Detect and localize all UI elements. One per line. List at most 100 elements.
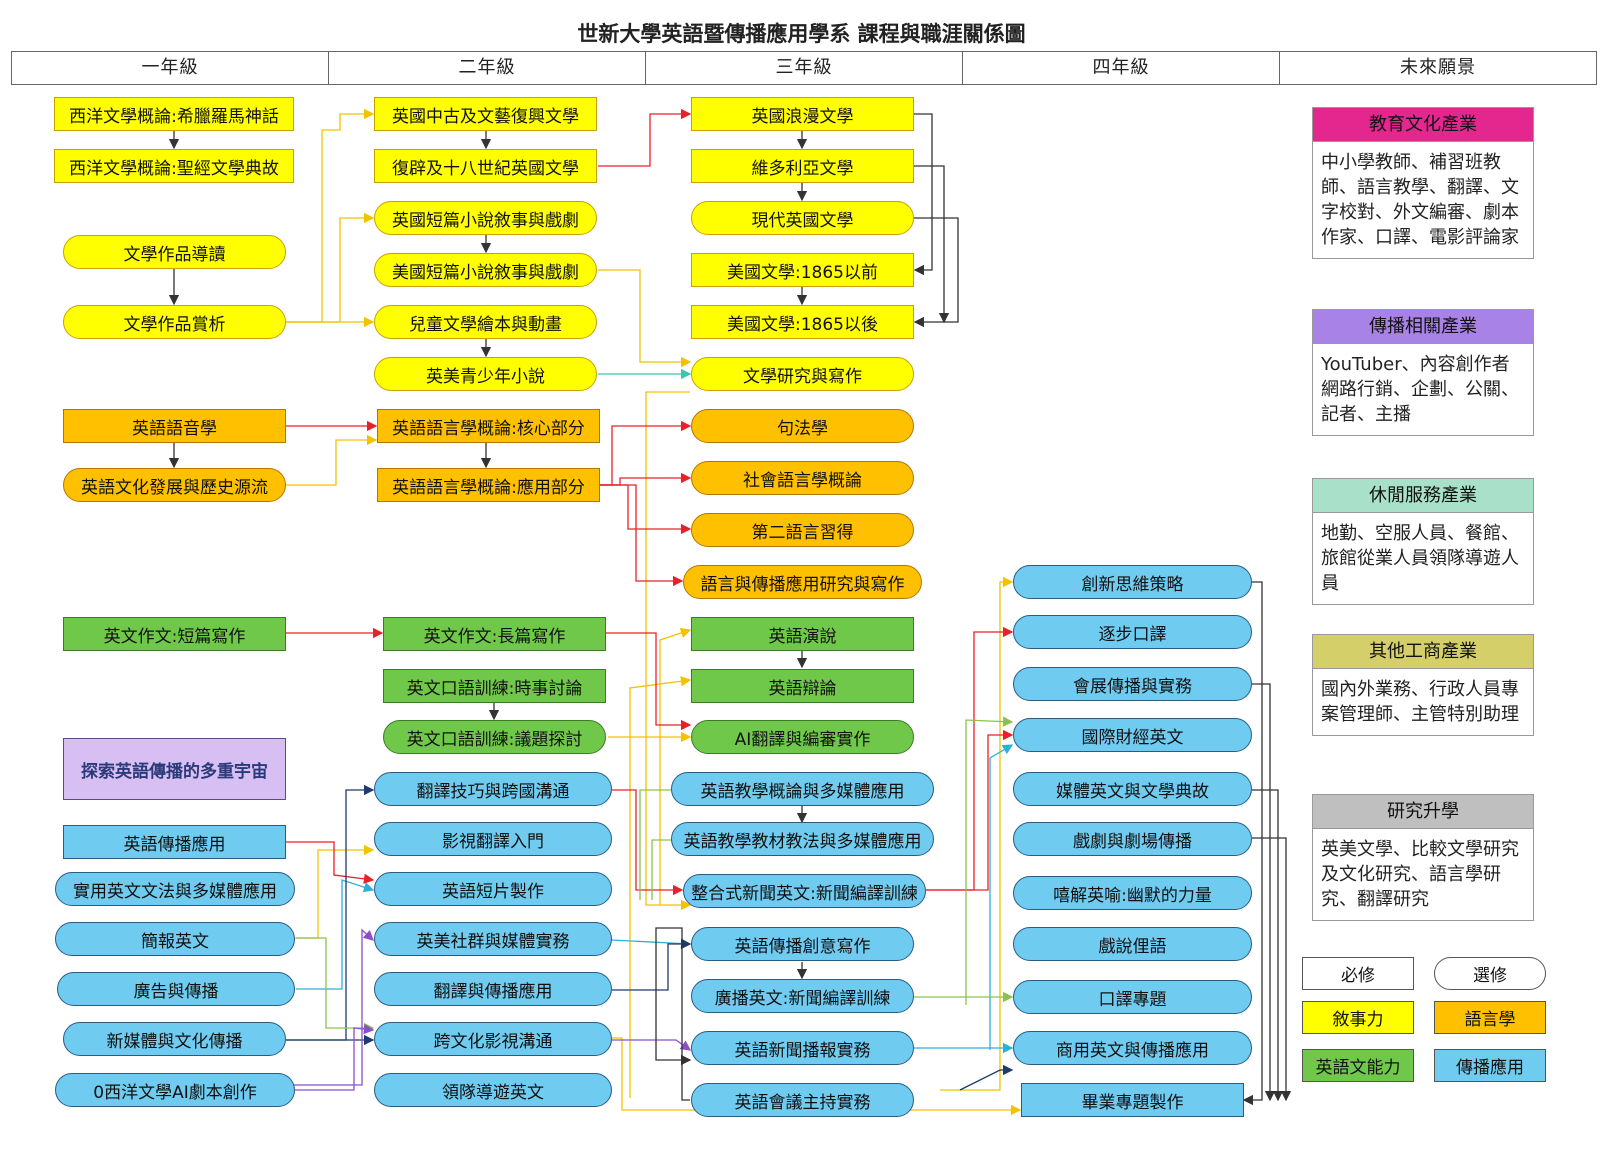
- page-title: 世新大學英語暨傳播應用學系 課程與職涯關係圖: [577, 22, 1026, 46]
- career-leisure: 休閒服務產業 地勤、空服人員、餐館、旅館從業人員領隊導遊人員: [1312, 478, 1534, 605]
- career-research-title: 研究升學: [1313, 795, 1533, 829]
- career-research-body: 英美文學、比較文學研究及文化研究、語言學研究、翻譯研究: [1321, 839, 1519, 910]
- course-trans-comm: 翻譯與傳播應用: [374, 972, 612, 1006]
- course-new-media: 新媒體與文化傳播: [63, 1022, 286, 1056]
- edge-intercultural-newsreport: [612, 1039, 692, 1051]
- course-restoration: 復辟及十八世紀英國文學: [374, 149, 597, 183]
- edge-broadcast-capstone: [959, 1064, 1014, 1091]
- edge-y3-yellow-lower: [629, 676, 692, 1098]
- edge-narr-innov: [940, 576, 1014, 1091]
- grade-header: 一年級 二年級 三年級 四年級 未來願景: [11, 51, 1597, 85]
- edge-lingapp-langcomm: [600, 484, 684, 587]
- course-oral-issue: 英文口語訓練:議題探討: [383, 720, 606, 754]
- edge-trans-integrated: [612, 789, 684, 896]
- course-victorian: 維多利亞文學: [691, 149, 914, 183]
- edge-newmedia-translation: [286, 784, 375, 1041]
- edge-aiscript-social: [294, 928, 374, 1086]
- edge-drama-capstone: [1252, 837, 1292, 1102]
- course-ya-novel: 英美青少年小說: [374, 357, 597, 391]
- course-broadcast-english: 廣播英文:新聞編譯訓練: [691, 979, 914, 1013]
- course-interp-topic: 口譯專題: [1013, 980, 1252, 1014]
- course-ai-translation: AI翻譯與編審實作: [691, 720, 914, 754]
- course-lit-research: 文學研究與寫作: [691, 357, 914, 391]
- edge-research-longpath: [645, 391, 692, 911]
- edge-long-ai: [606, 632, 692, 731]
- course-short-film: 英語短片製作: [374, 872, 612, 906]
- edge-restor-romantic: [598, 108, 692, 167]
- edge-media-capstone: [1252, 789, 1284, 1102]
- course-debate: 英語辯論: [691, 669, 914, 703]
- course-intercultural-av: 跨文化影視溝通: [374, 1022, 612, 1056]
- header-future: 未來願景: [1400, 57, 1476, 78]
- career-education-title: 教育文化產業: [1313, 108, 1533, 142]
- course-lit-intro: 文學作品導讀: [63, 235, 286, 269]
- course-advertising: 廣告與傳播: [57, 972, 295, 1006]
- career-education: 教育文化產業 中小學教師、補習班教師、語言教學、翻譯、文字校對、外文編審、劇本作…: [1312, 107, 1534, 259]
- course-oral-news: 英文口語訓練:時事討論: [383, 669, 606, 703]
- legend-linguistics: 語言學: [1434, 1001, 1546, 1034]
- career-leisure-body: 地勤、空服人員、餐館、旅館從業人員領隊導遊人員: [1321, 523, 1519, 594]
- career-communication-body: YouTuber、內容創作者網路行銷、企劃、公關、記者、主播: [1321, 354, 1519, 425]
- edge-integrated-consec: [926, 626, 1014, 891]
- course-sla: 第二語言習得: [691, 513, 914, 547]
- course-comp-short: 英文作文:短篇寫作: [63, 617, 286, 651]
- edge-apprec-britshort: [286, 212, 375, 323]
- edge-engcomm-shortfilm: [286, 841, 375, 885]
- career-business-body: 國內外業務、行政人員專案管理師、主管特別助理: [1321, 679, 1519, 725]
- course-modern-brit: 現代英國文學: [691, 201, 914, 235]
- edge-lingapp-socio: [600, 472, 692, 486]
- course-innovation-strategy: 創新思維策略: [1013, 565, 1252, 599]
- course-eng-history: 英語文化發展與歷史源流: [63, 468, 286, 502]
- course-translation-skills: 翻譯技巧與跨國溝通: [374, 772, 612, 806]
- course-amer-pre1865: 美國文學:1865以前: [691, 253, 914, 287]
- edge-advert-shortfilm: [296, 879, 375, 990]
- course-brit-short-story: 英國短篇小說敘事與戲劇: [374, 201, 597, 235]
- course-business-english: 商用英文與傳播應用: [1013, 1031, 1252, 1065]
- course-tour-guide: 領隊導遊英文: [374, 1073, 612, 1107]
- edge-y1-yellow-merge: [286, 844, 375, 939]
- edge-modern-amerpost: [913, 217, 959, 328]
- course-romantic: 英國浪漫文學: [691, 97, 914, 131]
- edge-c-humor: [989, 744, 1014, 1050]
- course-amer-short-story: 美國短篇小說敘事與戲劇: [374, 253, 597, 287]
- edge-aiscript-intercultural: [294, 1023, 375, 1091]
- edge-victorian-amerpost: [914, 165, 950, 324]
- edge-romantic-amerpre: [913, 113, 933, 276]
- course-ai-script: 0西洋文學AI劇本創作: [55, 1073, 295, 1107]
- career-research: 研究升學 英美文學、比較文學研究及文化研究、語言學研究、翻譯研究: [1312, 794, 1534, 921]
- course-mice: 會展傳播與實務: [1013, 667, 1252, 701]
- header-year1: 一年級: [12, 52, 329, 84]
- course-presentation-english: 簡報英文: [55, 922, 295, 956]
- course-teaching-materials: 英語教學教材教法與多媒體應用: [671, 822, 934, 856]
- course-phonetics: 英語語音學: [63, 409, 286, 443]
- legend-narrative: 敘事力: [1302, 1001, 1414, 1034]
- career-leisure-title: 休閒服務產業: [1313, 479, 1533, 513]
- edge-integrated-finance: [926, 729, 1014, 891]
- course-social-media: 英美社群與媒體實務: [374, 922, 612, 956]
- course-explore-multiverse: 探索英語傳播的多重宇宙: [63, 738, 286, 800]
- course-medieval-renaissance: 英國中古及文藝復興文學: [374, 97, 597, 131]
- course-eng-comm-app: 英語傳播應用: [63, 825, 286, 859]
- edge-innov-capstone: [1242, 581, 1263, 1106]
- course-slang: 戲說俚語: [1013, 927, 1252, 961]
- course-finance-english: 國際財經英文: [1013, 718, 1252, 752]
- edge-litpath-speech: [659, 627, 692, 905]
- header-year2: 二年級: [329, 52, 646, 84]
- legend-elective: 選修: [1434, 957, 1546, 990]
- course-creative-writing: 英語傳播創意寫作: [691, 927, 914, 961]
- edge-g-mice: [965, 716, 1014, 1005]
- course-speech: 英語演說: [691, 617, 914, 651]
- course-lang-comm-research: 語言與傳播應用研究與寫作: [683, 565, 922, 599]
- course-lit-apprec: 文學作品賞析: [63, 305, 286, 339]
- course-amer-post1865: 美國文學:1865以後: [691, 305, 914, 339]
- edge-amershort-research: [598, 269, 692, 368]
- header-year3: 三年級: [646, 52, 963, 84]
- course-humor: 嘻解英喻:幽默的力量: [1013, 876, 1252, 910]
- edge-lingapp-sla: [600, 484, 692, 535]
- edge-history-lingcore: [286, 434, 378, 486]
- course-drama-theater: 戲劇與劇場傳播: [1013, 822, 1252, 856]
- course-west-myth: 西洋文學概論:希臘羅馬神話: [54, 97, 294, 131]
- course-integrated-news: 整合式新聞英文:新聞編譯訓練: [683, 874, 926, 908]
- edge-present-intercultural: [296, 937, 375, 1034]
- course-teaching-intro: 英語教學概論與多媒體應用: [671, 772, 934, 806]
